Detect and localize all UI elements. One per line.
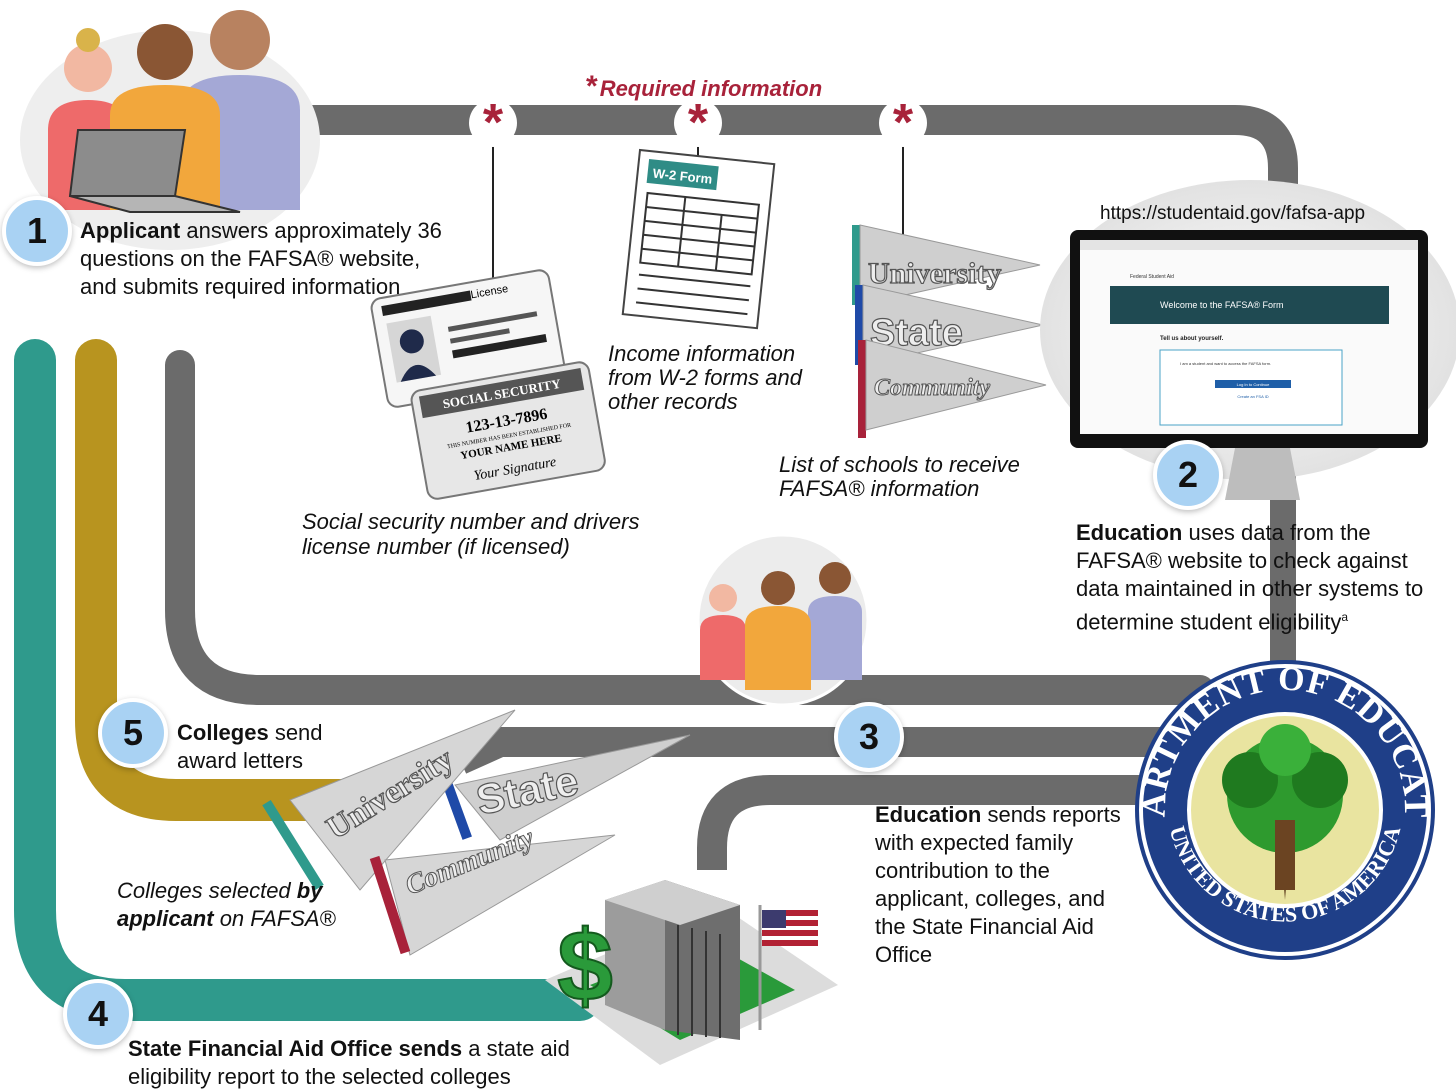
w2-label: W-2 Form [652, 166, 713, 187]
step-2-rest: uses data from the FAFSA® website to che… [1076, 520, 1424, 635]
track-seal-to-state [697, 775, 1150, 870]
step-5-badge: 5 [98, 698, 168, 768]
step-3-badge: 3 [834, 702, 904, 772]
step-3-bold: Education [875, 802, 982, 827]
colleges-caption-bold2: applicant [117, 906, 214, 931]
required-label-text: Required information [599, 76, 823, 101]
required-pin-income: * [674, 94, 722, 165]
colleges-caption-part1: Colleges selected [117, 878, 297, 903]
required-star: * [586, 70, 598, 103]
pennants-top: University State Community [852, 224, 1047, 438]
w2-form: W-2 Form [621, 148, 776, 330]
step-4-rest: a state aid eligibility report to the se… [128, 1036, 570, 1089]
screen-button: Log In to Continue [1237, 382, 1270, 387]
screen-brand: Federal Student Aid [1130, 274, 1174, 280]
step-1-text: Applicant answers approximately 36 quest… [80, 217, 460, 301]
step-5-bold: Colleges [177, 720, 269, 745]
required-information-label: *Required information [586, 70, 822, 104]
step-2-bold: Education [1076, 520, 1183, 545]
step-3-text: Education sends reports with expected fa… [875, 801, 1135, 969]
step-3-rest: sends reports with expected family contr… [875, 802, 1121, 967]
required-pin-schools: * [879, 94, 927, 235]
step-1-bold: Applicant [80, 218, 181, 243]
step-4-bold: State Financial Aid Office sends [128, 1036, 463, 1061]
colleges-caption-part2: on FAFSA® [213, 906, 336, 931]
pennant-bottom-state: State [472, 756, 582, 823]
ssn-caption: Social security number and drivers licen… [302, 509, 640, 559]
colleges-selected-caption: Colleges selected by applicant on FAFSA® [117, 877, 367, 933]
colleges-caption-bold1: by [296, 878, 323, 903]
state-financial-aid-building: $ [545, 880, 838, 1065]
ss-card: SOCIAL SECURITY 123-13-7896 THIS NUMBER … [410, 361, 606, 500]
step-5-text: Colleges send award letters [177, 719, 367, 775]
svg-text:*: * [483, 94, 504, 152]
step-4-badge: 4 [63, 979, 133, 1049]
svg-text:*: * [893, 94, 914, 152]
screen-link: Create an FSA ID [1237, 394, 1268, 399]
applicant-people-illustration [20, 10, 320, 250]
step-5-rest: send award letters [177, 720, 323, 773]
screen-option: I am a student and want to access the FA… [1180, 361, 1271, 366]
website-url: https://studentaid.gov/fafsa-app [1100, 203, 1366, 224]
screen-prompt: Tell us about yourself. [1160, 336, 1224, 342]
step-1-rest: answers approximately 36 questions on th… [80, 218, 442, 299]
step-1-badge: 1 [2, 196, 72, 266]
monitor: Federal Student Aid Welcome to the FAFSA… [1040, 180, 1456, 500]
svg-text:$: $ [557, 910, 613, 1022]
pennant-top-university: University [868, 257, 1001, 290]
step-2-text: Education uses data from the FAFSA® webs… [1076, 519, 1446, 636]
track-top [250, 105, 1298, 205]
step-2-badge: 2 [1153, 440, 1223, 510]
track-report-to-applicant [165, 350, 1215, 705]
screen-header: Welcome to the FAFSA® Form [1160, 300, 1284, 310]
track-colleges [75, 339, 361, 821]
svg-text:*: * [688, 94, 709, 152]
income-caption: Income information from W-2 forms and ot… [608, 341, 802, 414]
required-pin-ssn: * [469, 94, 517, 290]
pennant-top-community: Community [874, 375, 990, 401]
step-4-text: State Financial Aid Office sends a state… [128, 1035, 598, 1091]
schools-caption: List of schools to receive FAFSA® inform… [779, 452, 1020, 501]
family-illustration-middle [696, 533, 870, 707]
step-2-footnote: a [1341, 610, 1349, 624]
